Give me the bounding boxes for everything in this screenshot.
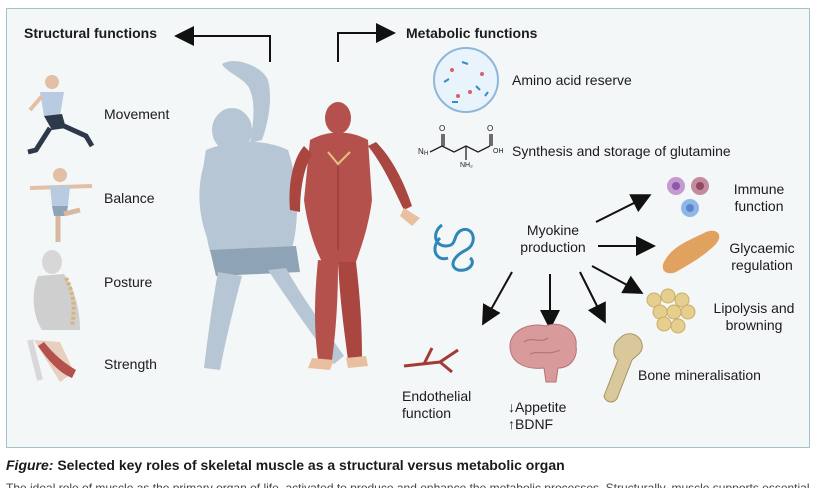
blood-vessel-icon: [403, 347, 459, 374]
atom-amine: NH₂: [460, 162, 473, 169]
label-endothelial: Endothelial function: [402, 388, 471, 422]
arrow-to-metabolic: [337, 23, 396, 62]
label-bone: Bone mineralisation: [638, 367, 761, 383]
spine-posture-icon: [33, 250, 80, 330]
structural-header: Structural functions: [24, 25, 158, 41]
label-balance: Balance: [104, 190, 155, 206]
figure-caption: Figure: Selected key roles of skeletal m…: [6, 457, 565, 473]
label-glycaemic-line1: Glycaemic: [729, 240, 795, 256]
human-body-illustration: [199, 61, 344, 370]
label-myokine-line1: Myokine: [526, 222, 580, 238]
label-lipolysis-line1: Lipolysis and: [713, 300, 795, 316]
label-immune-line2: function: [734, 198, 784, 214]
label-endothelial-line1: Endothelial: [402, 388, 472, 404]
atom-oxygen-right: O: [487, 124, 494, 133]
bone-icon: [603, 333, 643, 403]
arrow-to-structural: [174, 26, 271, 62]
label-strength: Strength: [104, 356, 157, 372]
caption-prefix: Figure:: [6, 457, 54, 473]
amino-acid-cell-icon: [433, 47, 499, 113]
label-glycaemic-line2: regulation: [731, 257, 793, 273]
balancing-person-icon: [29, 168, 93, 242]
caption-body-cut: The ideal role of muscle as the primary …: [6, 481, 812, 488]
label-posture: Posture: [104, 274, 153, 290]
metabolic-header: Metabolic functions: [406, 25, 538, 41]
fat-cells-icon: [646, 288, 696, 334]
label-appetite-line2: ↑BDNF: [508, 416, 554, 432]
arrow-to-lipolysis: [591, 265, 644, 294]
label-glutamine: Synthesis and storage of glutamine: [512, 143, 731, 159]
muscle-anatomy-illustration: [289, 102, 420, 370]
label-appetite-line1: ↓Appetite: [508, 399, 567, 415]
atom-hydroxyl: OH: [493, 148, 504, 155]
immune-cells-icon: [667, 177, 709, 217]
brain-icon: [509, 323, 577, 383]
label-endothelial-line2: function: [402, 405, 452, 421]
atom-nitrogen: N: [418, 147, 424, 156]
label-amino-acid: Amino acid reserve: [512, 72, 632, 88]
caption-text: Selected key roles of skeletal muscle as…: [53, 457, 565, 473]
label-myokine: Myokine production: [498, 222, 608, 256]
arrow-to-immune: [595, 194, 652, 223]
label-immune: Immune function: [718, 181, 800, 215]
atom-oxygen-left: O: [439, 124, 446, 133]
diagram-panel: [6, 8, 810, 448]
arrow-to-endothelial: [482, 271, 513, 326]
running-person-icon: [27, 75, 95, 155]
arrow-to-bone: [579, 271, 606, 324]
label-myokine-line2: production: [520, 239, 586, 255]
label-glycaemic: Glycaemic regulation: [718, 240, 806, 274]
label-immune-line1: Immune: [733, 181, 785, 197]
label-movement: Movement: [104, 106, 170, 122]
label-lipolysis-line2: browning: [725, 317, 783, 333]
myokine-protein-icon: [433, 223, 475, 272]
label-lipolysis: Lipolysis and browning: [704, 300, 804, 334]
pancreas-icon: [662, 230, 720, 274]
glutamine-molecule-icon: [429, 134, 493, 160]
atom-hydrogen: H: [424, 151, 429, 157]
arm-muscle-icon: [27, 339, 76, 382]
label-appetite: ↓Appetite ↑BDNF: [508, 399, 566, 433]
